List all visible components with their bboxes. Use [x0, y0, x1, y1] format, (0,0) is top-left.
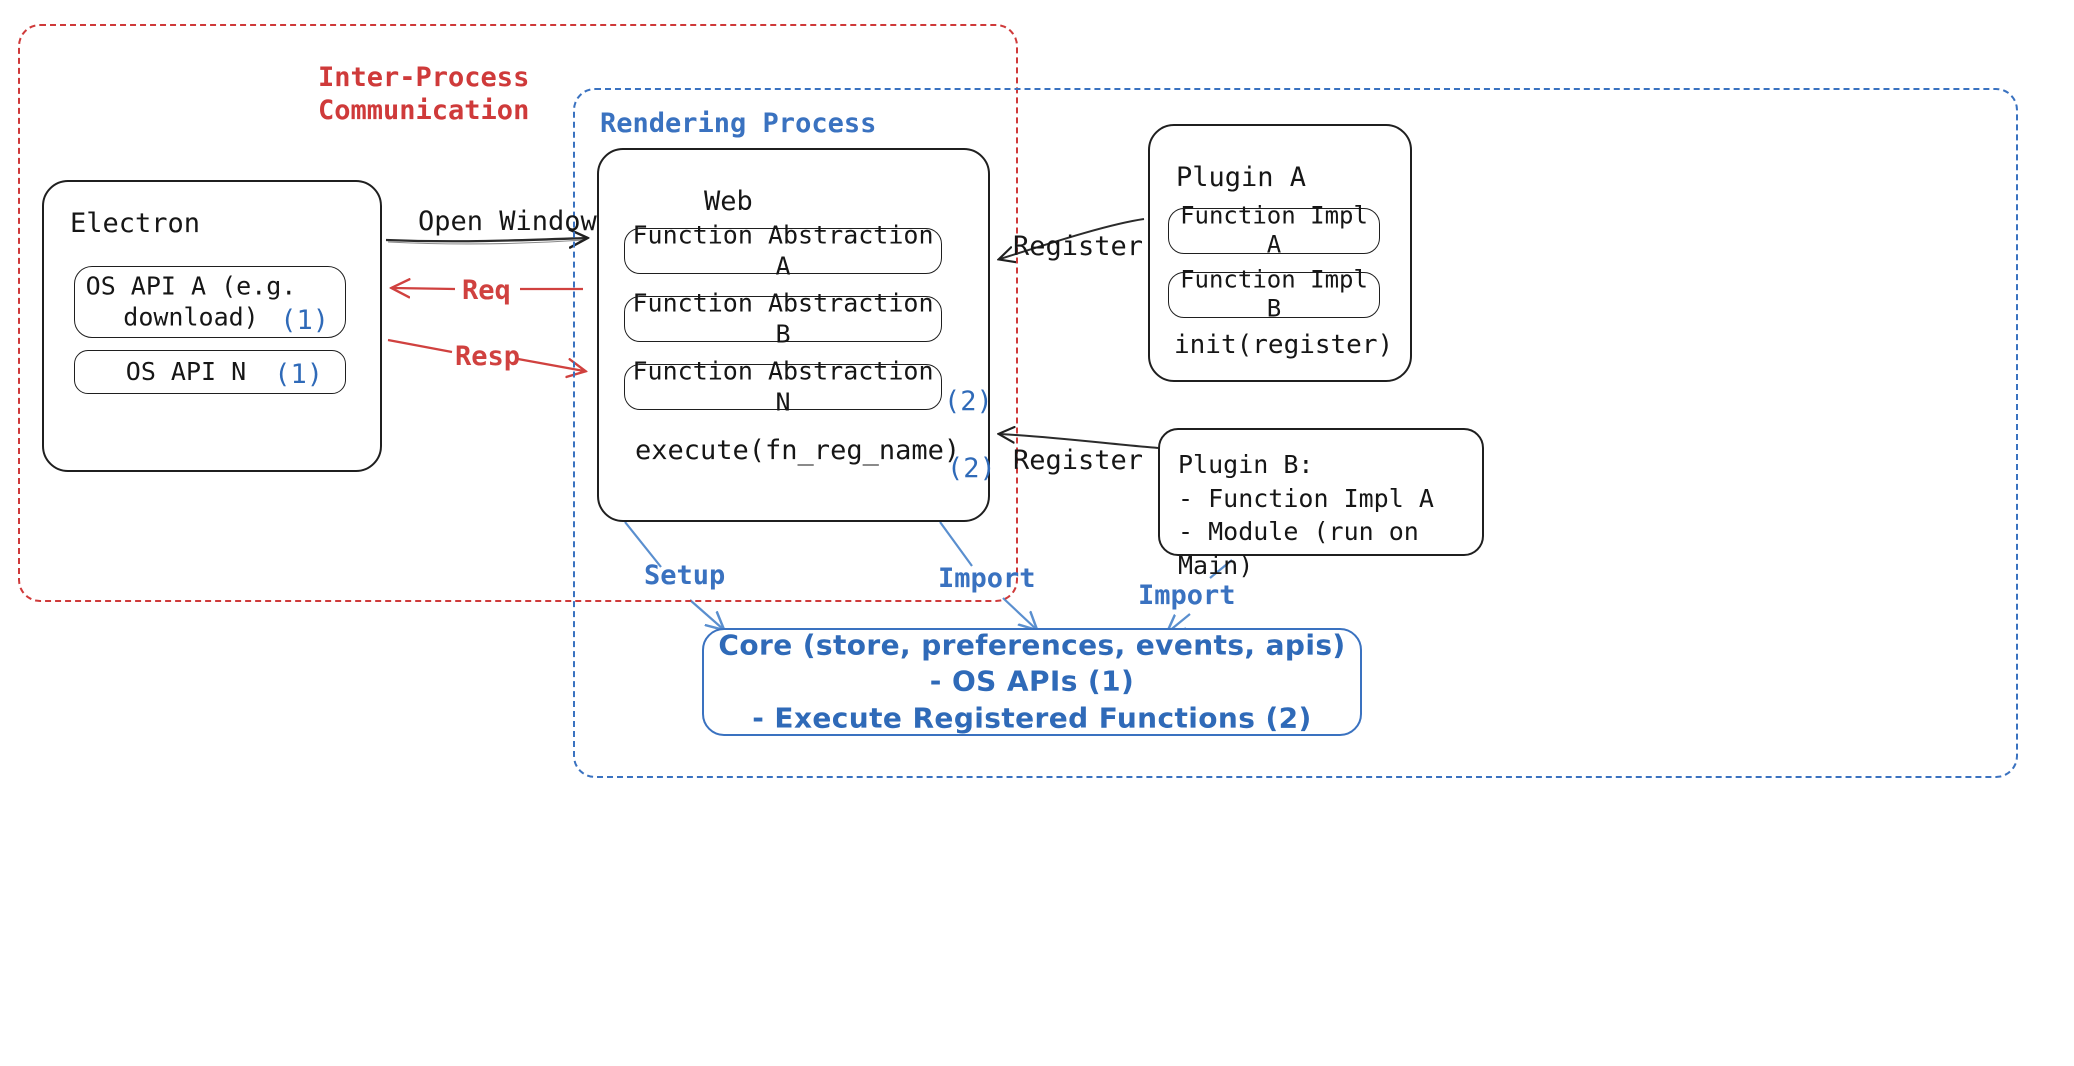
function-abstraction-a-marker: (2)	[944, 386, 993, 417]
function-impl-a-label: Function Impl A	[1180, 201, 1368, 259]
function-impl-b-box: Function Impl B	[1168, 266, 1380, 323]
web-box: Web Function Abstraction A (2) Function …	[597, 148, 996, 522]
os-api-a-marker: (1)	[280, 305, 329, 336]
plugin-a-box: Plugin A Function Impl A Function Impl B…	[1148, 124, 1412, 382]
web-execute-text: execute(fn_reg_name)	[635, 435, 961, 466]
edge-label-setup: Setup	[644, 560, 726, 591]
os-api-n-label: OS API N	[125, 356, 247, 386]
function-impl-b-label: Function Impl B	[1180, 265, 1368, 323]
boundary-ipc-label: Inter-Process Communication	[318, 62, 530, 126]
os-api-a-label: OS API A (e.g. download)	[85, 271, 297, 332]
edge-label-register-a: Register	[1013, 231, 1144, 262]
plugin-a-init-text: init(register)	[1174, 330, 1394, 360]
edge-label-register-b: Register	[1013, 445, 1144, 476]
function-abstraction-b-label: Function Abstraction B	[632, 288, 934, 349]
electron-title: Electron	[70, 208, 201, 239]
function-abstraction-b-marker: (2)	[947, 453, 996, 484]
boundary-ipc	[18, 24, 1018, 602]
function-abstraction-a-label: Function Abstraction A	[632, 220, 934, 281]
function-abstraction-b-box: Function Abstraction B	[624, 289, 942, 348]
os-api-n-marker: (1)	[274, 359, 323, 390]
function-abstraction-n-box: Function Abstraction N	[624, 357, 942, 416]
edge-label-open-window: Open Window	[418, 206, 597, 237]
plugin-b-box: Plugin B: - Function Impl A - Module (ru…	[1158, 428, 1484, 580]
edge-label-import-web: Import	[938, 563, 1036, 594]
plugin-a-title: Plugin A	[1176, 162, 1307, 193]
plugin-b-text: Plugin B: - Function Impl A - Module (ru…	[1178, 450, 1434, 580]
boundary-rendering-process	[573, 88, 2018, 778]
os-api-n-box: OS API N (1)	[74, 350, 346, 394]
core-text: Core (store, preferences, events, apis) …	[718, 628, 1346, 735]
os-api-a-box: OS API A (e.g. download) (1)	[74, 266, 346, 338]
core-box: Core (store, preferences, events, apis) …	[702, 628, 1362, 736]
electron-box: Electron OS API A (e.g. download) (1) OS…	[42, 180, 382, 472]
edge-label-req: Req	[462, 275, 511, 306]
function-abstraction-a-box: Function Abstraction A	[624, 221, 942, 280]
function-abstraction-n-label: Function Abstraction N	[632, 356, 934, 417]
edge-label-resp: Resp	[455, 341, 521, 372]
function-impl-a-box: Function Impl A	[1168, 202, 1380, 259]
web-title: Web	[704, 186, 753, 217]
edge-label-import-plugin: Import	[1138, 580, 1236, 611]
boundary-rendering-process-label: Rendering Process	[600, 108, 877, 139]
